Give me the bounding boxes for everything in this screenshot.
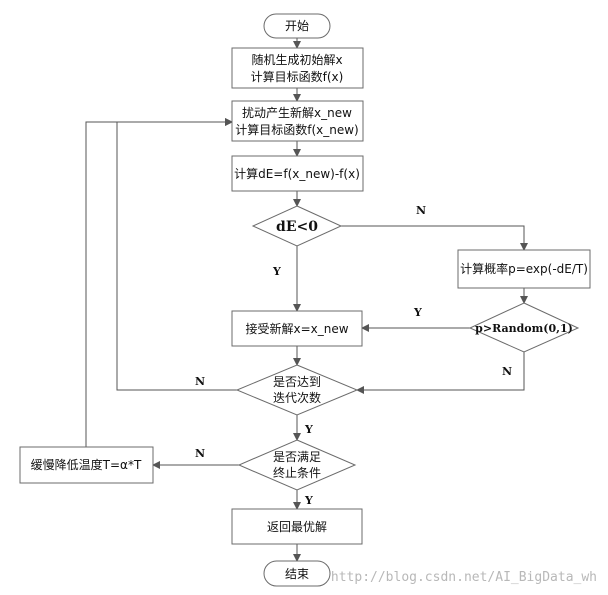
return-label: 返回最优解 [267,520,327,534]
perturb-line-1: 扰动产生新解x_new [242,105,352,120]
end-label: 结束 [285,567,309,581]
label-rand-yes: Y [413,306,422,319]
label-iter-yes: Y [304,423,313,436]
delta-node: 计算dE=f(x_new)-f(x) [231,155,364,192]
prob-node: 计算概率p=exp(-dE/T) [457,249,591,289]
label-stop-yes: Y [304,494,313,507]
delta-label: 计算dE=f(x_new)-f(x) [234,166,360,181]
connectors [85,38,528,562]
edge-cool-loop [85,118,233,447]
label-de-yes: Y [272,265,281,278]
init-node: 随机生成初始解x 计算目标函数f(x) [231,47,364,89]
init-line-2: 计算目标函数f(x) [251,69,344,84]
end-node: 结束 [263,560,331,587]
iter-decision: 是否达到 迭代次数 [235,364,359,416]
iter-line-2: 迭代次数 [273,390,321,405]
rand-decision-label: p>Random(0,1) [475,322,573,335]
init-line-1: 随机生成初始解x [251,52,342,67]
accept-node: 接受新解x=x_new [231,310,363,347]
stop-decision: 是否满足 终止条件 [237,439,357,491]
stop-line-2: 终止条件 [273,465,321,480]
rand-decision: p>Random(0,1) [468,302,580,353]
cool-label: 缓慢降低温度T=α*T [31,457,142,472]
watermark: http://blog.csdn.net/AI_BigData_wh [331,570,597,585]
label-stop-no: N [195,447,205,460]
accept-label: 接受新解x=x_new [245,321,348,336]
edge-de-no [341,225,528,251]
edge-iter-no [116,118,237,391]
de-decision: dE<0 [251,205,343,247]
edge-rand-no [356,352,525,394]
label-rand-no: N [502,365,512,378]
start-node: 开始 [263,13,331,39]
stop-line-1: 是否满足 [273,450,321,464]
edge-labels: N Y Y N N Y N Y [195,204,512,507]
prob-label: 计算概率p=exp(-dE/T) [460,261,588,276]
start-label: 开始 [285,19,309,33]
cool-node: 缓慢降低温度T=α*T [19,446,154,484]
perturb-node: 扰动产生新解x_new 计算目标函数f(x_new) [231,100,364,142]
perturb-line-2: 计算目标函数f(x_new) [235,122,359,137]
return-node: 返回最优解 [231,508,363,545]
iter-line-1: 是否达到 [273,375,321,389]
de-decision-label: dE<0 [276,219,318,235]
label-de-no: N [416,204,426,217]
label-iter-no: N [195,375,205,388]
